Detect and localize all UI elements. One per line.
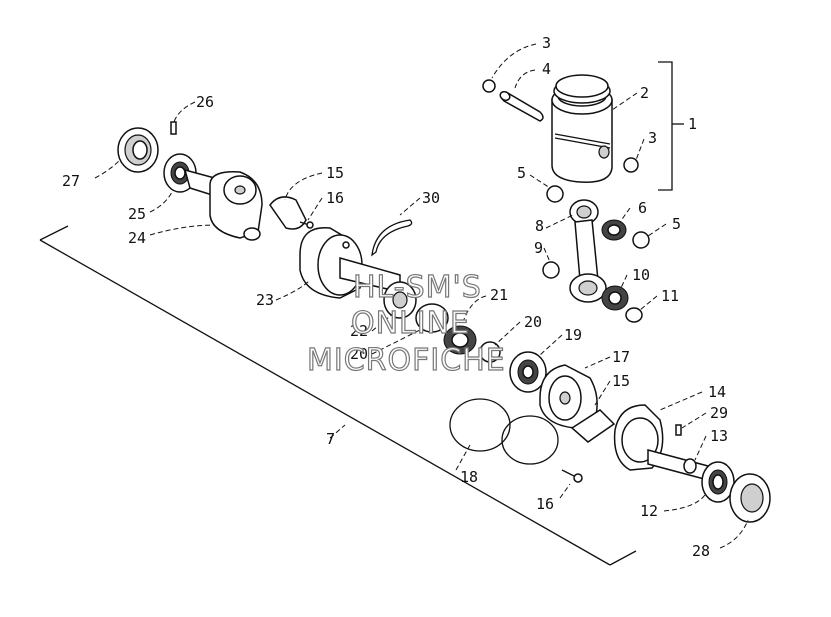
piston-assembly-bracket	[658, 61, 684, 191]
callout-10: 10	[632, 266, 650, 284]
snap-ring	[371, 219, 413, 257]
callout-14: 14	[708, 383, 726, 401]
crankshaft-half-right	[613, 404, 709, 481]
crankpin-washer-right	[479, 341, 501, 363]
callout-16-lower: 16	[536, 495, 554, 513]
piston-pin	[499, 90, 544, 122]
callout-8: 8	[535, 217, 544, 235]
watermark: HL-SM'S ONLINE MICROFICHE	[306, 269, 506, 378]
callout-30: 30	[422, 189, 440, 207]
crank-ring-small	[501, 415, 559, 465]
big-end-washer-outer	[625, 307, 643, 323]
crank-wheel-right	[539, 364, 598, 429]
counterweight-screw-right	[561, 469, 583, 483]
thrust-washer-upper-left	[546, 185, 564, 203]
callout-2: 2	[640, 84, 649, 102]
callout-9: 9	[534, 239, 543, 257]
big-end-washer	[542, 261, 560, 279]
leader-lines	[94, 43, 749, 549]
crank-wheel-left	[299, 227, 401, 299]
callout-5-left: 5	[517, 164, 526, 182]
watermark-line-2: ONLINE	[351, 306, 470, 341]
callout-27: 27	[62, 172, 80, 190]
center-main-bearing	[509, 351, 547, 393]
callout-17: 17	[612, 348, 630, 366]
crankshaft-oil-seal-left	[117, 127, 159, 173]
counterweight-screw-left	[299, 221, 314, 229]
bearing-retaining-ring	[683, 458, 697, 474]
callout-12: 12	[640, 502, 658, 520]
callout-24: 24	[128, 229, 146, 247]
watermark-line-1: HL-SM'S	[353, 270, 482, 305]
main-bearing-right	[701, 461, 735, 503]
piston-pin-circlip-upper	[482, 79, 496, 93]
callout-7: 7	[326, 430, 335, 448]
callout-4: 4	[542, 60, 551, 78]
crankpin-needle-bearing	[443, 325, 477, 355]
callout-28: 28	[692, 542, 710, 560]
watermark-line-3: MICROFICHE	[307, 343, 506, 378]
callout-18: 18	[460, 468, 478, 486]
crankpin-washer-left	[383, 281, 417, 319]
big-end-bearing	[601, 285, 629, 311]
crankshaft-assembly-bracket	[39, 225, 637, 566]
piston-pin-circlip-lower	[623, 157, 639, 173]
callout-26: 26	[196, 93, 214, 111]
callout-3-upper: 3	[542, 34, 551, 52]
callout-20-lower: 20	[350, 345, 368, 363]
callout-13: 13	[710, 427, 728, 445]
piston	[551, 74, 613, 183]
callout-labels: 1 2 3 3 4 5 5 6 7 8 9 10 11 12 13 14 15 …	[62, 34, 728, 560]
callout-15-upper: 15	[326, 164, 344, 182]
connecting-rod	[569, 199, 607, 303]
callout-29: 29	[710, 404, 728, 422]
callout-20-upper: 20	[524, 313, 542, 331]
callout-21: 21	[490, 286, 508, 304]
callout-16-upper: 16	[326, 189, 344, 207]
callout-1: 1	[688, 115, 697, 133]
crankshaft-oil-seal-right	[729, 473, 771, 523]
callout-6: 6	[638, 199, 647, 217]
small-end-bearing	[601, 219, 627, 241]
crank-ring-large	[449, 398, 511, 452]
crankshaft-half-left	[183, 168, 263, 241]
callout-19: 19	[564, 326, 582, 344]
callout-25: 25	[128, 205, 146, 223]
crankpin-washer	[415, 303, 449, 333]
callout-22: 22	[350, 322, 368, 340]
counterweight-left	[269, 196, 307, 230]
callout-15-lower: 15	[612, 372, 630, 390]
locating-pin-right	[675, 424, 682, 436]
callout-3-lower: 3	[648, 129, 657, 147]
thrust-washer-upper-right	[632, 231, 650, 249]
callout-5-right: 5	[672, 215, 681, 233]
locating-pin	[170, 121, 177, 135]
callout-23: 23	[256, 291, 274, 309]
counterweight-right	[570, 409, 616, 443]
callout-11: 11	[661, 287, 679, 305]
